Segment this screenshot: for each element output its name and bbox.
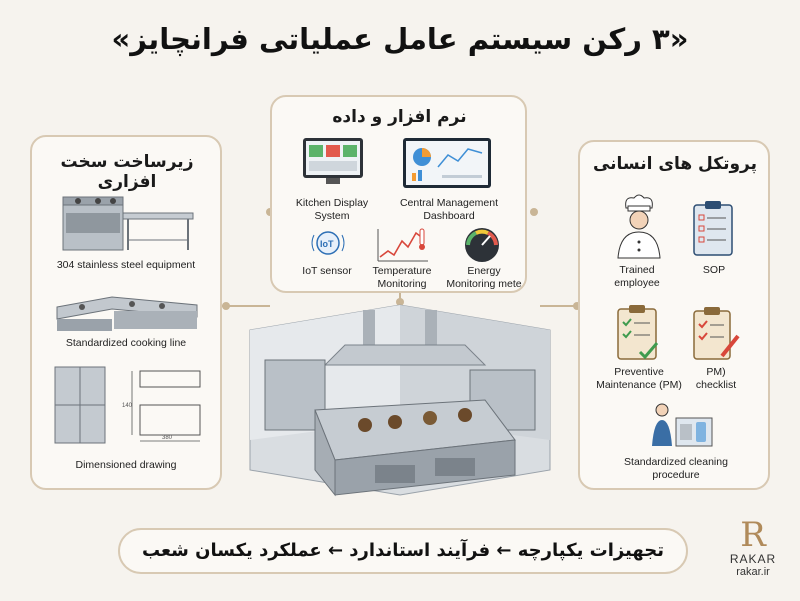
human-item-1: Trained employee <box>614 264 660 289</box>
pm-checklist-icon <box>693 307 740 360</box>
drawing-width-label: 380 <box>162 435 173 441</box>
rakar-logo-name: RAKAR <box>729 552 777 566</box>
human-item-2: SOP <box>702 264 726 276</box>
software-panel-title: نرم افزار و داده <box>332 107 467 127</box>
iot-sensor-icon: IoT <box>311 231 345 255</box>
temperature-chart-icon <box>377 228 428 262</box>
software-item-1: Kitchen Display System <box>295 197 369 222</box>
management-dashboard-icon <box>403 138 491 188</box>
human-item-5: Standardized cleaning procedure <box>624 456 728 481</box>
connector-right <box>540 305 580 307</box>
hardware-panel: زیرساخت سخت افزاری 304 stainless steel e… <box>30 135 222 490</box>
connector-dot-hu <box>530 208 538 216</box>
connector-dot-top <box>396 298 404 306</box>
human-panel-title: پروتکل های انسانی <box>592 154 758 174</box>
hardware-item-3: Dimensioned drawing <box>75 459 177 471</box>
iot-sensor-icon-label: IoT <box>320 239 334 249</box>
cooking-line-icon <box>56 296 198 331</box>
process-flow-banner: تجهیزات یکپارچه ← فرآیند استاندارد ← عمل… <box>118 528 688 574</box>
connector-dot-left <box>222 302 230 310</box>
hardware-item-1: 304 stainless steel equipment <box>56 259 196 271</box>
software-item-5: Energy Monitoring mete <box>446 265 522 290</box>
software-item-2: Central Management Dashboard <box>399 197 499 222</box>
drawing-height-label: 140 <box>122 403 133 409</box>
kitchen-display-icon <box>303 138 363 184</box>
rakar-url: rakar.ir <box>736 566 770 578</box>
human-item-4: PM) checklist <box>695 366 737 391</box>
human-item-3: Preventive Maintenance (PM) <box>596 366 682 391</box>
dimensioned-drawing-icon: 140 380 <box>54 366 201 444</box>
chef-icon <box>617 194 661 259</box>
sop-clipboard-icon <box>693 201 733 256</box>
hardware-item-2: Standardized cooking line <box>65 337 187 349</box>
software-item-3: IoT sensor <box>302 265 352 277</box>
energy-meter-icon <box>465 228 499 262</box>
connector-dot-right <box>573 302 581 310</box>
human-panel: پروتکل های انسانی Trained employee SOP P… <box>578 140 770 490</box>
stainless-equipment-icon <box>62 196 194 251</box>
software-panel: نرم افزار و داده Kitchen Display System … <box>270 95 527 293</box>
hardware-panel-title: زیرساخت سخت افزاری <box>60 152 194 192</box>
commercial-kitchen-illustration <box>249 304 551 497</box>
rakar-logo-mark: R <box>740 515 766 555</box>
cleaning-procedure-icon <box>652 403 713 447</box>
connector-left <box>218 305 270 307</box>
software-item-4: Temperature Monitoring <box>372 265 432 290</box>
pm-clipboard-icon <box>617 305 659 360</box>
main-title: «۳ رکن سیستم عامل عملیاتی فرانچایز» <box>111 22 689 56</box>
rakar-logo: R RAKAR rakar.ir <box>716 518 790 578</box>
